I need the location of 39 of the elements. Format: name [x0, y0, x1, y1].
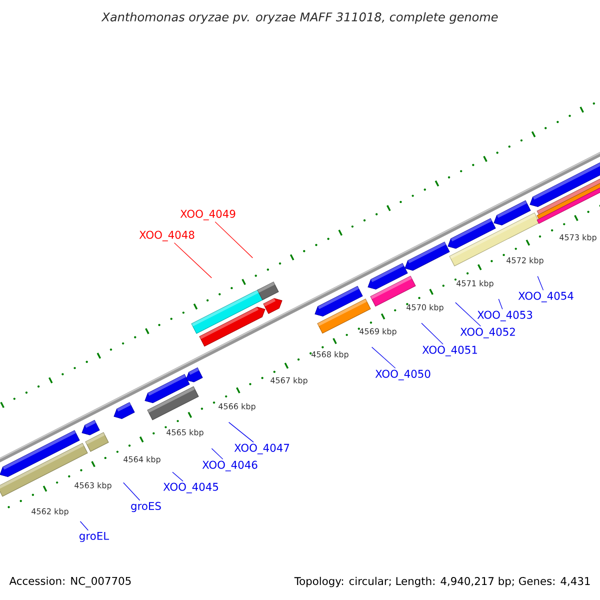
scale-label: 4573 kbp [560, 234, 596, 242]
leader-line [174, 242, 212, 278]
gene-label: XOO_4048 [139, 230, 194, 242]
gene-label: XOO_4045 [163, 482, 218, 494]
leader-line [211, 448, 224, 460]
scale-label: 4565 kbp [166, 429, 204, 437]
gene-label: XOO_4050 [375, 370, 430, 380]
footer-text: Topology: circular; Length: 4,940,217 bp; Genes: 4,431 [294, 576, 590, 588]
gene-label: XOO_4047 [234, 444, 290, 454]
gene-label: XOO_4051 [422, 346, 477, 356]
leader-line [537, 276, 544, 291]
title: Xanthomonas oryzae pv. oryzae MAFF 311018, complete genome [101, 12, 498, 24]
gene-label: XOO_4053 [477, 310, 532, 322]
scale-label: 4572 kbp [506, 257, 544, 265]
leader-line [172, 472, 184, 482]
leader-line [80, 521, 89, 531]
scale-label: 4566 kbp [218, 403, 256, 411]
scale-label: 4571 kbp [456, 280, 494, 288]
gene-label: XOO_4049 [180, 210, 236, 220]
leader-line [498, 298, 503, 310]
leader-line [455, 302, 482, 327]
scale-label: 4562 kbp [32, 508, 68, 516]
leader-line [214, 221, 253, 258]
gene-label: groEL [80, 532, 110, 542]
scale-label: 4567 kbp [270, 377, 308, 385]
leader-line [371, 346, 396, 369]
gene-label: groES [131, 502, 161, 512]
scale-label: 4564 kbp [124, 456, 160, 464]
gene-label: XOO_4046 [202, 460, 258, 472]
footer-text: Accession: NC_007705 [9, 576, 131, 588]
scale-label: 4570 kbp [406, 304, 444, 312]
scale-label: 4569 kbp [360, 328, 396, 336]
leader-line [421, 322, 444, 345]
gene-label: XOO_4054 [518, 292, 574, 302]
scale-label: 4568 kbp [312, 351, 348, 359]
leader-line [123, 482, 140, 501]
gene-label: XOO_4052 [460, 328, 515, 338]
scale-label: 4563 kbp [74, 482, 112, 490]
leader-line [228, 422, 254, 443]
